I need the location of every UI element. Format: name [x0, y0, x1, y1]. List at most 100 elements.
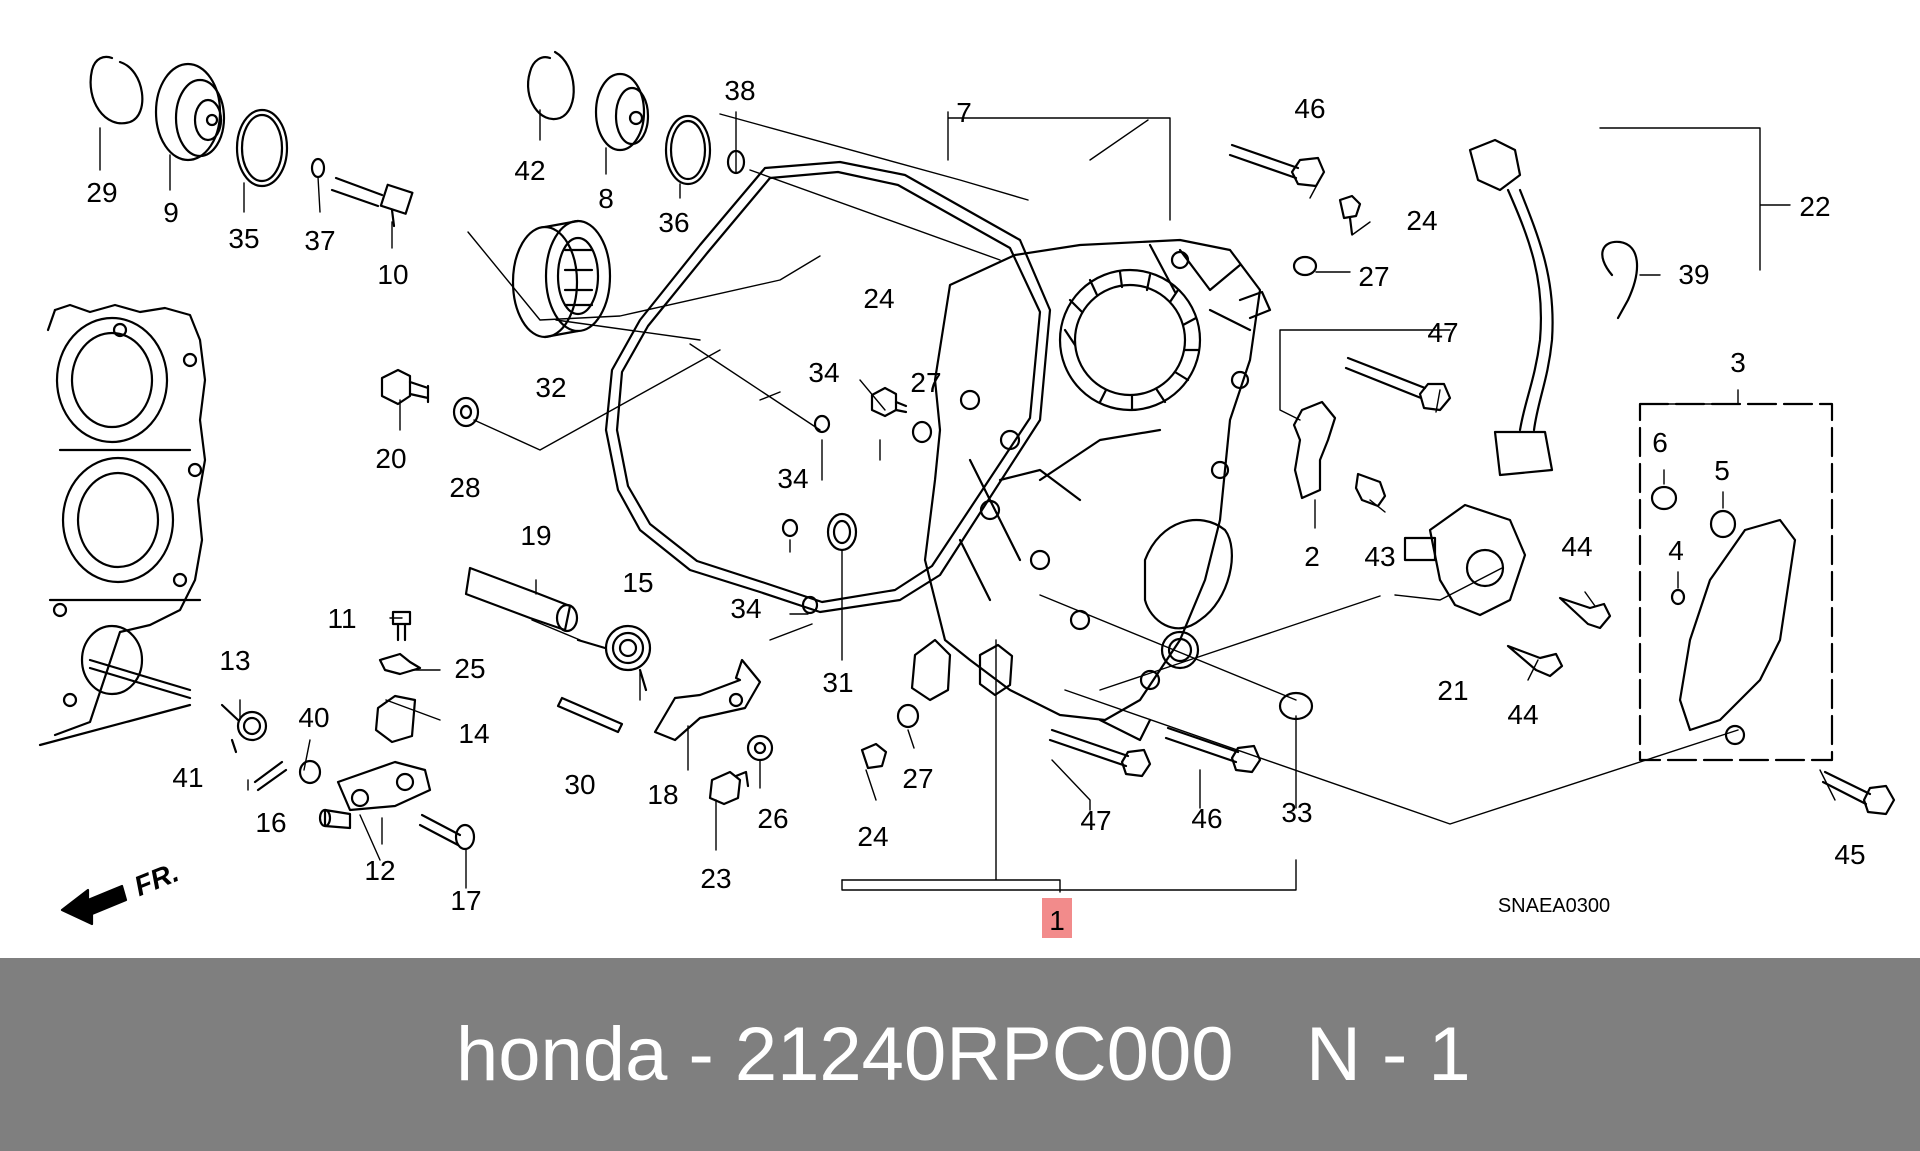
front-marker-label: FR. — [130, 856, 183, 902]
callout-7: 7 — [956, 97, 972, 128]
callout-37: 37 — [304, 225, 335, 256]
washer-4 — [1670, 588, 1686, 606]
exploded-view-drawing: 29 9 35 37 10 42 8 36 38 7 46 24 22 39 2… — [38, 50, 1896, 938]
bolt-24a — [870, 386, 908, 418]
bolt-47b — [1048, 728, 1152, 778]
callout-34b: 34 — [777, 463, 808, 494]
callout-22: 22 — [1799, 191, 1830, 222]
callout-27c: 27 — [902, 763, 933, 794]
callout-15: 15 — [622, 567, 653, 598]
caption-bar: honda - 21240RPC000 N - 1 — [0, 958, 1920, 1151]
callout-26: 26 — [757, 803, 788, 834]
gasket-7 — [604, 160, 1052, 614]
washer-33 — [1278, 691, 1314, 721]
callout-36: 36 — [658, 207, 689, 238]
part-number-caption: honda - 21240RPC000 — [456, 1012, 1234, 1097]
callout-17: 17 — [450, 885, 481, 916]
sensor-21 — [1403, 503, 1527, 617]
callout-2: 2 — [1304, 541, 1320, 572]
pin-41 — [253, 760, 288, 792]
callout-1: 1 — [1049, 905, 1065, 936]
callout-39: 39 — [1678, 259, 1709, 290]
callout-23: 23 — [700, 863, 731, 894]
shaft-10 — [330, 176, 414, 228]
callout-13: 13 — [219, 645, 250, 676]
callout-6: 6 — [1652, 427, 1668, 458]
bracket-2 — [1292, 400, 1337, 500]
boot-9 — [154, 62, 226, 162]
washer-28 — [452, 396, 480, 428]
callout-44b: 44 — [1507, 699, 1538, 730]
spring-15 — [576, 624, 652, 692]
bolt-46a — [1228, 143, 1326, 188]
spring-13 — [220, 703, 268, 754]
bolt-11 — [391, 610, 412, 642]
callout-47b: 47 — [1080, 805, 1111, 836]
callout-27b: 27 — [910, 367, 941, 398]
washer-26 — [746, 734, 774, 762]
callout-40: 40 — [298, 702, 329, 733]
callout-25: 25 — [454, 653, 485, 684]
washer-27c — [896, 703, 920, 729]
pin-30 — [556, 696, 624, 734]
callout-31: 31 — [822, 667, 853, 698]
clip-25 — [378, 652, 422, 676]
washer-27a — [911, 420, 933, 444]
block-14 — [374, 694, 417, 744]
pin-16 — [318, 808, 352, 830]
bolt-20 — [380, 368, 430, 406]
quantity-caption: N - 1 — [1306, 1012, 1471, 1097]
bolt-44a — [1558, 596, 1612, 630]
sleeve-19 — [464, 566, 579, 633]
callout-28: 28 — [449, 472, 480, 503]
callout-30: 30 — [564, 769, 595, 800]
pin-17 — [418, 813, 476, 851]
callout-33: 33 — [1281, 797, 1312, 828]
callout-32: 32 — [535, 372, 566, 403]
parts-diagram: 29 9 35 37 10 42 8 36 38 7 46 24 22 39 2… — [38, 50, 1896, 938]
callout-27a: 27 — [1358, 261, 1389, 292]
washer-27b — [1292, 255, 1318, 277]
link-12 — [336, 760, 432, 812]
callout-9: 9 — [163, 197, 179, 228]
callout-19: 19 — [520, 520, 551, 551]
callout-21: 21 — [1437, 675, 1468, 706]
seal-31 — [826, 512, 858, 552]
callout-12: 12 — [364, 855, 395, 886]
callout-20: 20 — [375, 443, 406, 474]
bolt-46b — [1164, 726, 1262, 774]
callout-10: 10 — [377, 259, 408, 290]
transmission-case-1 — [910, 238, 1272, 742]
callout-38: 38 — [724, 75, 755, 106]
cover-3 — [1638, 402, 1834, 762]
bolt-24c — [860, 742, 888, 770]
callout-41: 41 — [172, 762, 203, 793]
callout-11: 11 — [327, 603, 356, 634]
transmission-housing-drawing — [38, 303, 207, 747]
callout-29: 29 — [86, 177, 117, 208]
callout-5: 5 — [1714, 455, 1730, 486]
callout-45: 45 — [1834, 839, 1865, 870]
callout-16: 16 — [255, 807, 286, 838]
callout-18: 18 — [647, 779, 678, 810]
washer-5 — [1709, 509, 1737, 539]
seal-8 — [594, 72, 650, 152]
nut-6 — [1650, 485, 1678, 511]
highlighted-callout-box — [1042, 898, 1072, 938]
bolt-45 — [1821, 770, 1896, 816]
callout-8: 8 — [598, 183, 614, 214]
bolt-24b — [1338, 194, 1362, 236]
snap-ring-29 — [89, 55, 144, 125]
callout-24a: 24 — [1406, 205, 1437, 236]
washer-34a — [813, 414, 831, 434]
callout-43: 43 — [1364, 541, 1395, 572]
callout-34a: 34 — [808, 357, 839, 388]
callout-47a: 47 — [1427, 317, 1458, 348]
lever-18 — [653, 658, 762, 742]
callout-46b: 46 — [1191, 803, 1222, 834]
washer-37 — [310, 157, 326, 179]
callout-24b: 24 — [863, 283, 894, 314]
o-ring-35 — [235, 108, 289, 188]
bolt-23 — [708, 770, 750, 806]
